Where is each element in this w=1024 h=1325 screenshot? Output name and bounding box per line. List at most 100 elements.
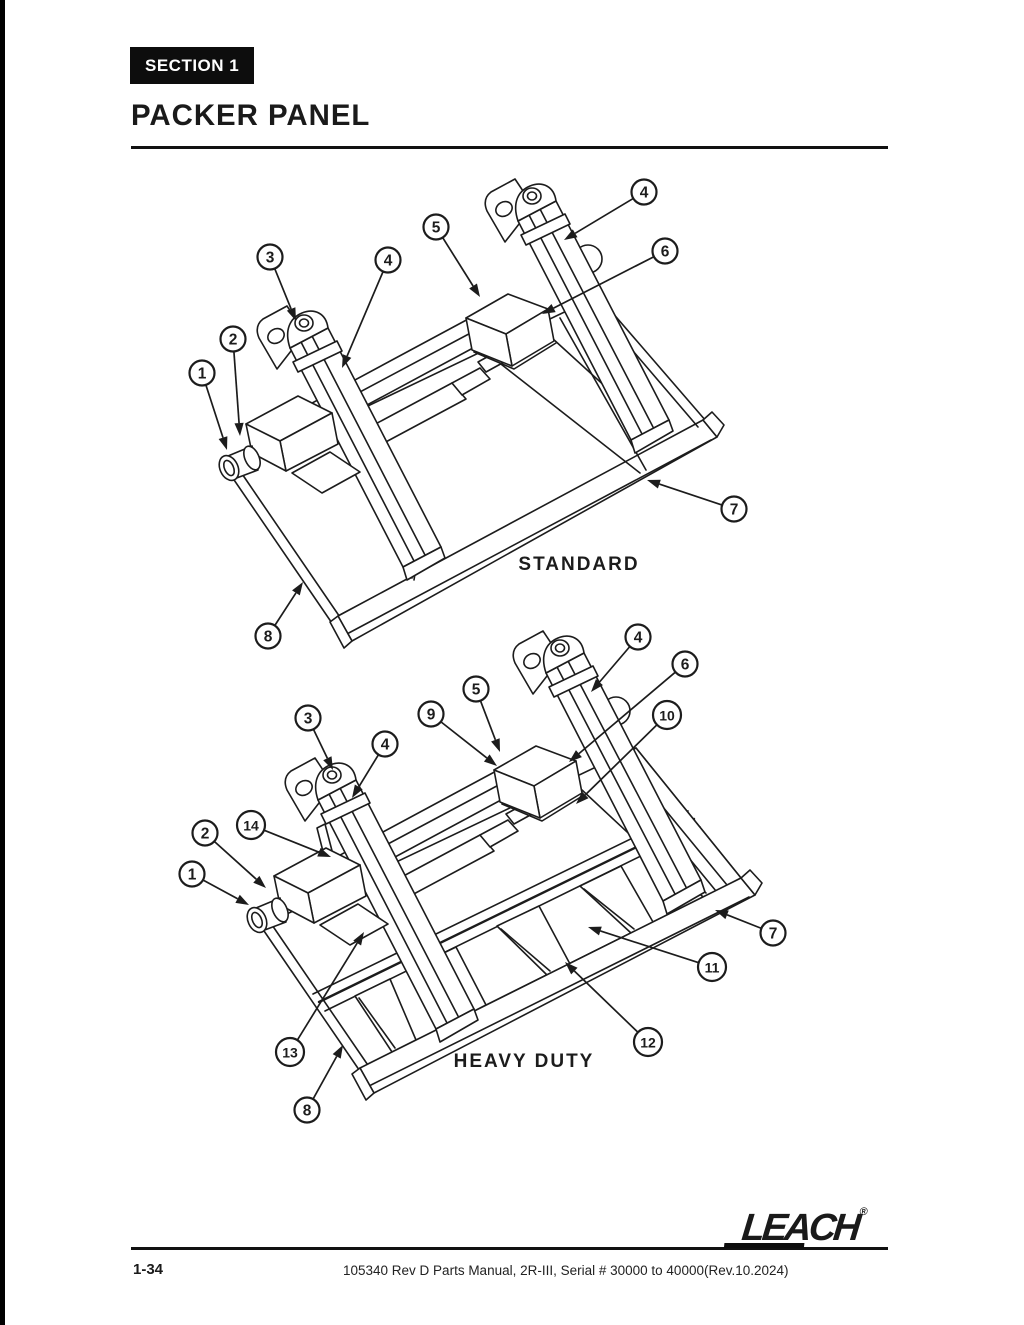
leach-logo: LEACH® xyxy=(723,1206,869,1249)
callout-number-1: 1 xyxy=(198,365,207,382)
callout-number-5: 5 xyxy=(432,219,441,236)
footer-rule xyxy=(131,1247,888,1250)
callout-balloon-4 xyxy=(624,623,652,651)
callout-leader-4 xyxy=(358,754,380,788)
callout-balloon-8 xyxy=(293,1096,321,1124)
callout-number-2: 2 xyxy=(229,331,238,348)
callout-arrowhead-1 xyxy=(235,894,249,905)
callout-leader-8 xyxy=(274,592,297,626)
callout-balloon-4 xyxy=(374,246,402,274)
callout-balloon-4 xyxy=(630,178,658,206)
callout-number-4: 4 xyxy=(640,184,649,201)
callout-leader-3 xyxy=(312,728,329,759)
callout-leader-10 xyxy=(584,724,658,796)
callout-balloon-5 xyxy=(422,213,450,241)
callout-leader-6 xyxy=(578,671,676,755)
callout-arrowhead-2 xyxy=(253,875,266,888)
callout-number-10: 10 xyxy=(659,707,675,723)
callout-leader-7 xyxy=(659,483,723,506)
callout-balloon-10 xyxy=(651,699,683,731)
callout-number-4: 4 xyxy=(381,736,390,753)
callout-balloon-14 xyxy=(235,809,267,841)
heavy-variant-label: HEAVY DUTY xyxy=(454,1051,595,1072)
heavy-duty-diagram-art xyxy=(246,630,763,1101)
callout-arrowhead-3 xyxy=(286,307,296,321)
callout-arrowhead-5 xyxy=(491,738,500,752)
callout-number-8: 8 xyxy=(264,628,273,645)
callout-number-8: 8 xyxy=(303,1102,312,1119)
callout-balloon-1 xyxy=(178,860,206,888)
callout-arrowhead-7 xyxy=(715,910,729,920)
callout-arrowhead-11 xyxy=(588,926,602,936)
header-rule xyxy=(131,146,888,149)
callout-balloon-11 xyxy=(696,951,728,983)
callout-leader-6 xyxy=(553,255,655,309)
callout-leader-5 xyxy=(441,237,474,287)
callout-arrowhead-8 xyxy=(292,582,303,596)
callout-arrowhead-1 xyxy=(218,436,228,450)
callout-leader-1 xyxy=(205,384,224,438)
callout-arrowhead-9 xyxy=(483,754,497,766)
callout-number-6: 6 xyxy=(661,243,670,260)
registered-mark: ® xyxy=(858,1206,869,1218)
callout-balloon-2 xyxy=(191,819,219,847)
callout-number-9: 9 xyxy=(427,706,436,723)
callout-leader-12 xyxy=(573,970,639,1033)
callout-leader-2 xyxy=(233,351,240,424)
callout-balloon-6 xyxy=(671,650,699,678)
callout-leader-1 xyxy=(202,879,238,900)
callout-number-12: 12 xyxy=(640,1034,656,1050)
callout-arrowhead-6 xyxy=(569,750,582,762)
callout-leader-14 xyxy=(263,829,320,853)
callout-arrowhead-13 xyxy=(353,932,364,946)
callout-balloon-2 xyxy=(219,325,247,353)
callout-number-11: 11 xyxy=(705,959,720,975)
callout-number-14: 14 xyxy=(243,817,259,833)
page-number: 1-34 xyxy=(133,1261,164,1278)
callout-arrowhead-4 xyxy=(591,679,603,692)
footer-text: 105340 Rev D Parts Manual, 2R-III, Seria… xyxy=(343,1263,789,1278)
section-badge: SECTION 1 xyxy=(130,47,255,84)
callout-number-7: 7 xyxy=(769,925,778,942)
callout-number-6: 6 xyxy=(681,656,690,673)
callout-leader-8 xyxy=(312,1055,338,1100)
callout-arrowhead-5 xyxy=(469,283,480,297)
callout-number-2: 2 xyxy=(201,825,210,842)
callout-leader-4 xyxy=(598,645,631,683)
callout-arrowhead-4 xyxy=(352,784,363,798)
callout-balloon-1 xyxy=(188,359,216,387)
callout-arrowhead-4 xyxy=(342,354,352,368)
callout-number-13: 13 xyxy=(282,1044,298,1060)
callout-leader-9 xyxy=(440,721,488,759)
callout-leader-2 xyxy=(213,840,257,880)
callout-leader-4 xyxy=(346,271,384,357)
callout-balloon-6 xyxy=(651,237,679,265)
callout-leader-7 xyxy=(726,914,762,930)
callout-number-1: 1 xyxy=(188,866,197,883)
callout-number-4: 4 xyxy=(384,252,393,269)
callout-number-4: 4 xyxy=(634,629,643,646)
callout-arrowhead-3 xyxy=(323,756,333,770)
callout-balloon-5 xyxy=(462,675,490,703)
callout-leader-5 xyxy=(479,700,497,741)
standard-diagram-art xyxy=(218,178,725,649)
callout-arrowhead-14 xyxy=(317,847,331,857)
callout-balloon-7 xyxy=(759,919,787,947)
callout-arrowhead-2 xyxy=(234,422,244,436)
callout-balloon-4 xyxy=(371,730,399,758)
callout-arrowhead-8 xyxy=(332,1045,343,1059)
callout-balloon-3 xyxy=(294,704,322,732)
callout-balloon-12 xyxy=(632,1026,664,1058)
callout-leader-4 xyxy=(574,197,634,235)
callout-arrowhead-4 xyxy=(564,229,578,240)
callout-balloon-8 xyxy=(254,622,282,650)
standard-variant-label: STANDARD xyxy=(518,554,639,575)
callout-balloon-7 xyxy=(720,495,748,523)
callout-arrowhead-12 xyxy=(565,962,578,975)
callout-leader-11 xyxy=(600,930,699,964)
callout-arrowhead-10 xyxy=(576,791,589,804)
page-title: PACKER PANEL xyxy=(131,99,371,132)
